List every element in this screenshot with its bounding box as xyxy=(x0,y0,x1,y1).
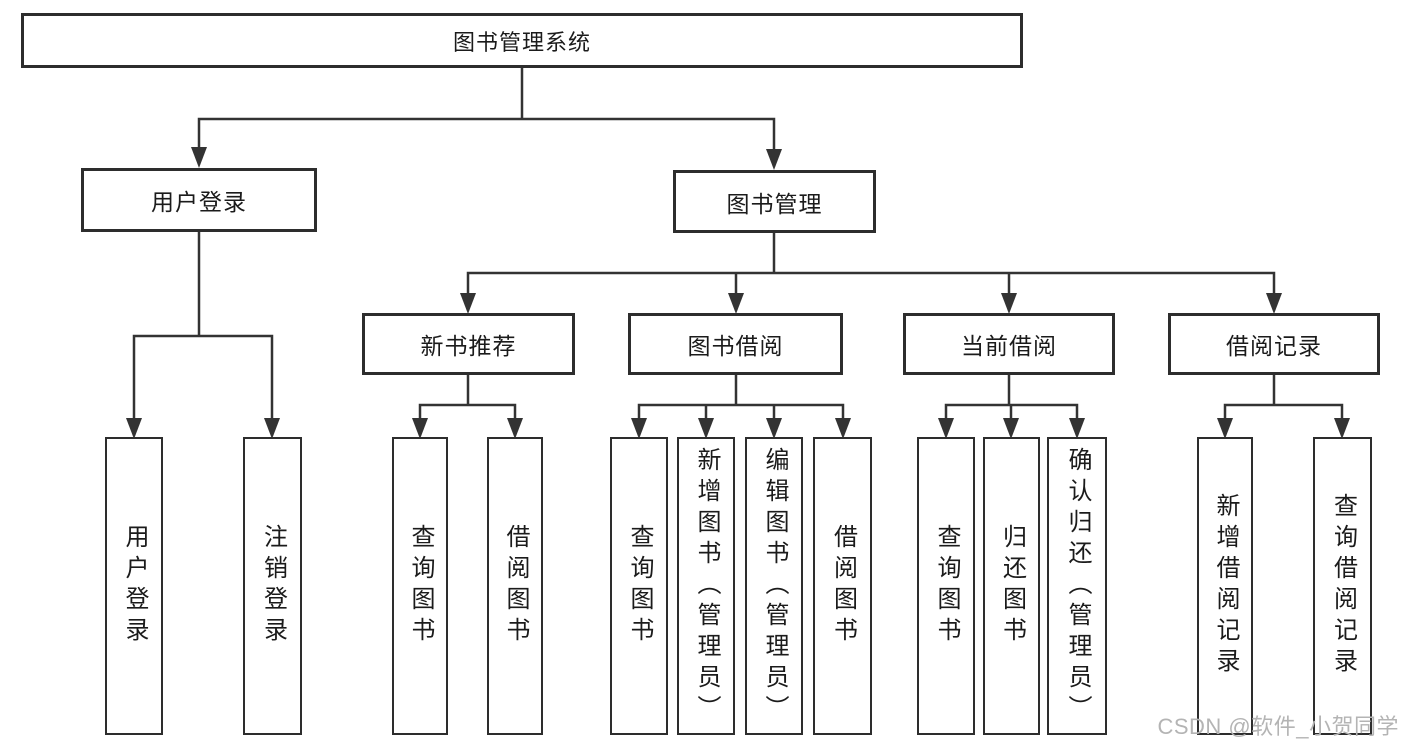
leaf-record-add-record-label: 新增借阅记录 xyxy=(1212,493,1239,679)
leaf-newbook-borrow-books-label: 借阅图书 xyxy=(502,524,529,648)
node-root-system: 图书管理系统 xyxy=(21,13,1023,68)
leaf-current-confirm-return-admin-label: 确认归还（管理员） xyxy=(1064,446,1091,726)
leaf-borrow-edit-books-admin-label: 编辑图书（管理员） xyxy=(761,446,788,726)
leaf-record-add-record: 新增借阅记录 xyxy=(1197,437,1253,735)
leaf-newbook-borrow-books: 借阅图书 xyxy=(487,437,543,735)
leaf-user-login: 用户登录 xyxy=(105,437,163,735)
leaf-current-query-books-label: 查询图书 xyxy=(933,524,960,648)
leaf-borrow-edit-books-admin: 编辑图书（管理员） xyxy=(745,437,803,735)
leaf-current-return-books: 归还图书 xyxy=(983,437,1040,735)
leaf-logout-label: 注销登录 xyxy=(259,524,287,648)
leaf-record-query-record-label: 查询借阅记录 xyxy=(1329,493,1357,679)
arrow-heads xyxy=(126,147,1350,439)
node-borrowing-records: 借阅记录 xyxy=(1168,313,1380,375)
leaf-borrow-borrow-books-label: 借阅图书 xyxy=(829,524,857,648)
leaf-current-query-books: 查询图书 xyxy=(917,437,975,735)
node-new-book-recommend-label: 新书推荐 xyxy=(420,333,517,359)
leaf-borrow-query-books-label: 查询图书 xyxy=(626,524,653,648)
leaf-logout: 注销登录 xyxy=(243,437,302,735)
node-current-borrowing: 当前借阅 xyxy=(903,313,1115,375)
tree-connector-path xyxy=(132,68,1344,420)
node-user-login: 用户登录 xyxy=(81,168,317,232)
leaf-borrow-add-books-admin: 新增图书（管理员） xyxy=(677,437,735,735)
leaf-user-login-label: 用户登录 xyxy=(121,524,148,648)
node-new-book-recommend: 新书推荐 xyxy=(362,313,575,375)
node-book-management-label: 图书管理 xyxy=(726,190,823,217)
leaf-borrow-add-books-admin-label: 新增图书（管理员） xyxy=(693,446,720,726)
leaf-current-return-books-label: 归还图书 xyxy=(998,524,1026,648)
node-current-borrowing-label: 当前借阅 xyxy=(961,333,1057,359)
node-book-borrowing-label: 图书借阅 xyxy=(687,333,784,359)
node-book-borrowing: 图书借阅 xyxy=(628,313,843,375)
leaf-newbook-query-books: 查询图书 xyxy=(392,437,448,735)
leaf-borrow-borrow-books: 借阅图书 xyxy=(813,437,872,735)
node-user-login-label: 用户登录 xyxy=(151,189,247,215)
node-borrowing-records-label: 借阅记录 xyxy=(1226,333,1322,359)
csdn-watermark: CSDN @软件_小贺同学 xyxy=(1157,714,1399,739)
leaf-borrow-query-books: 查询图书 xyxy=(610,437,668,735)
node-book-management: 图书管理 xyxy=(673,170,876,233)
leaf-current-confirm-return-admin: 确认归还（管理员） xyxy=(1047,437,1107,735)
leaf-record-query-record: 查询借阅记录 xyxy=(1313,437,1372,735)
leaf-newbook-query-books-label: 查询图书 xyxy=(407,524,434,648)
node-root-label: 图书管理系统 xyxy=(452,29,591,55)
